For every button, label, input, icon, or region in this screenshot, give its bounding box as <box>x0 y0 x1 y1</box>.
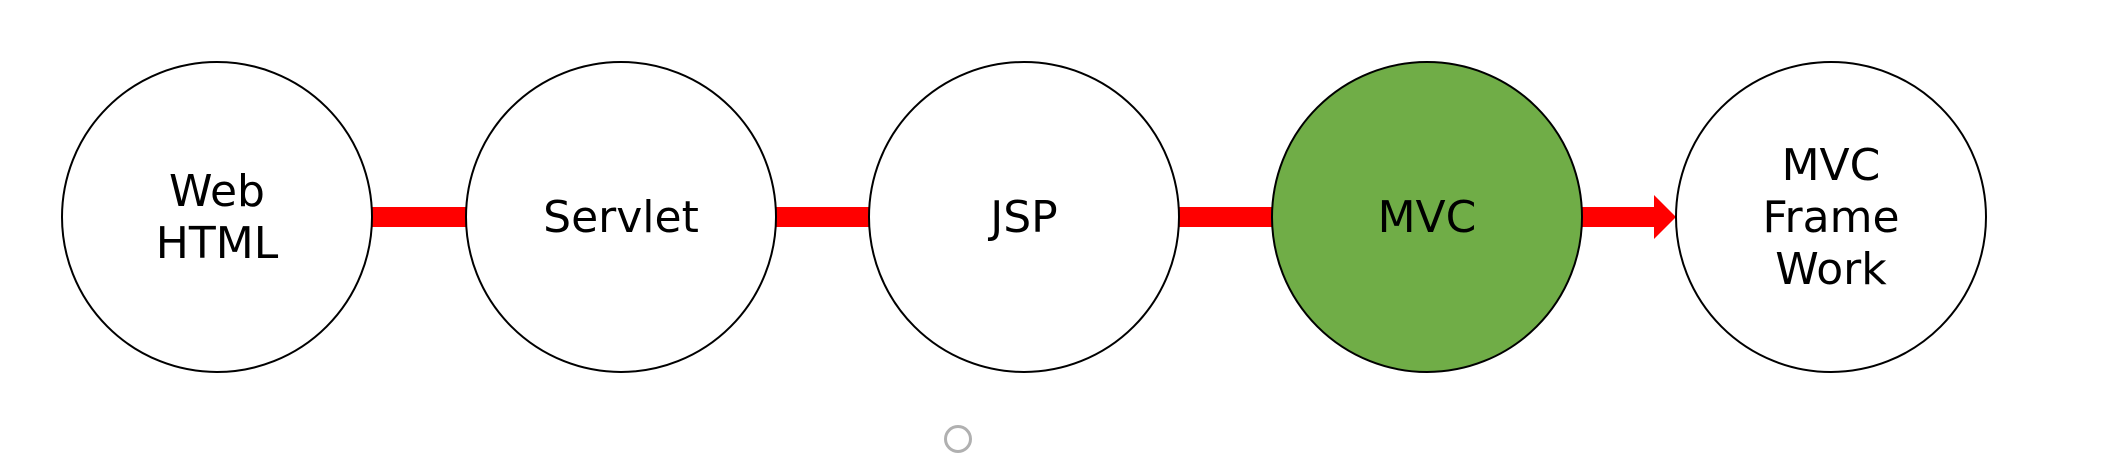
node-circle-web-html <box>61 61 373 373</box>
node-label-line: MVC <box>1378 192 1477 243</box>
node-label-line: JSP <box>987 192 1057 243</box>
node-label-servlet: Servlet <box>543 192 699 243</box>
node-label-mvc: MVC <box>1378 192 1477 243</box>
connectors <box>372 195 1676 239</box>
node-label-line: Servlet <box>543 192 699 243</box>
node-label-line: Work <box>1775 244 1887 295</box>
node-circle-servlet <box>465 61 777 373</box>
connector-jsp-to-mvc <box>1179 207 1272 227</box>
node-mvc: MVC <box>1271 61 1583 373</box>
node-label-jsp: JSP <box>987 192 1057 243</box>
node-label-line: Web <box>169 166 265 217</box>
node-label-line: MVC <box>1782 140 1881 191</box>
node-servlet: Servlet <box>465 61 777 373</box>
node-circle-mvc-framework <box>1675 61 1987 373</box>
node-circle-mvc <box>1271 61 1583 373</box>
node-circle-jsp <box>868 61 1180 373</box>
node-label-line: Frame <box>1762 192 1899 243</box>
connector-web-html-to-servlet <box>372 207 466 227</box>
node-jsp: JSP <box>868 61 1180 373</box>
arrow-mvc-to-mvc-framework <box>1582 195 1676 239</box>
connector-servlet-to-jsp <box>776 207 869 227</box>
node-label-line: HTML <box>156 218 279 269</box>
cursor-circle-icon <box>944 425 972 453</box>
